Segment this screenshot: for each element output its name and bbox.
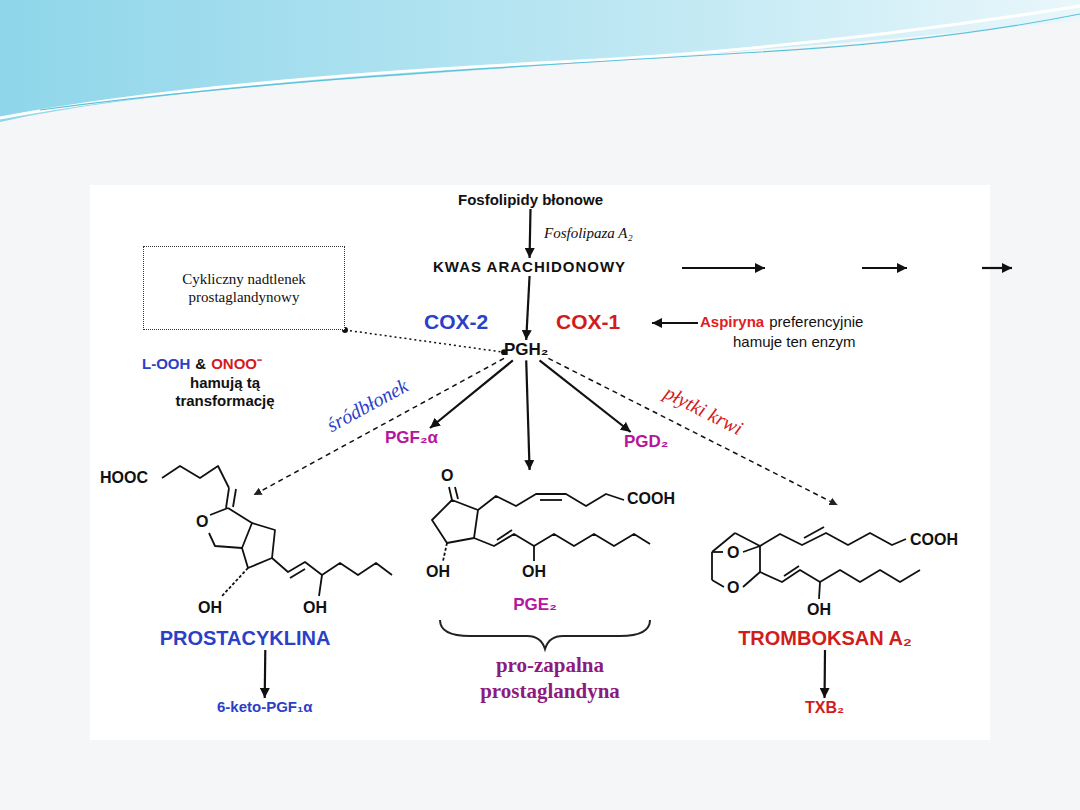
prostacyclin-structure xyxy=(162,466,392,596)
dashed-arrow xyxy=(254,358,504,495)
atom-label: OH xyxy=(426,562,450,581)
structure-node: TROMBOKSAN A₂ xyxy=(700,505,950,650)
note-text: preferencyjnie xyxy=(769,313,863,331)
enzyme-label: COX-2 xyxy=(424,309,488,334)
atom-label: OH xyxy=(807,600,831,619)
atom-label: O xyxy=(196,512,208,531)
node-text: PGE₂ xyxy=(513,595,556,615)
dotted-leader xyxy=(345,330,504,352)
inhibitor-label: ONOO⁻ xyxy=(211,355,262,373)
atom-label: O xyxy=(727,578,739,597)
node-text: Cykliczny nadtlenek prostaglandynowy xyxy=(179,270,309,306)
dashed-arrow xyxy=(548,358,837,505)
arrow xyxy=(528,209,531,258)
arrow xyxy=(540,360,631,432)
metabolite-label: TXB₂ xyxy=(805,698,844,717)
curly-brace xyxy=(440,620,650,649)
node-text: PROSTACYKLINA xyxy=(160,626,331,650)
arrow xyxy=(823,650,826,698)
node-text: PGH₂ xyxy=(504,340,548,360)
intermediate-label: PGH₂ xyxy=(504,340,548,360)
atom-label: O xyxy=(727,543,739,562)
enzyme-label: COX-1 xyxy=(556,309,620,334)
atom-label: HOOC xyxy=(100,468,148,487)
note-text: hamuje ten enzym xyxy=(733,333,856,351)
header-wave xyxy=(0,0,1080,122)
note-text: hamują tą transformację xyxy=(140,374,310,410)
arrow xyxy=(526,276,529,340)
note-text: & xyxy=(195,355,206,373)
node-text: TROMBOKSAN A₂ xyxy=(738,626,912,650)
metabolite-label: 6-keto-PGF₁α xyxy=(217,698,312,716)
atom-label: O xyxy=(441,466,453,485)
node-text: PGD₂ xyxy=(624,432,668,452)
substrate-label: KWAS ARACHIDONOWY xyxy=(433,258,626,276)
edge-label: Fosfolipaza A₂ xyxy=(544,225,633,242)
source-label: Fosfolipidy błonowe xyxy=(458,191,603,209)
node-text: KWAS ARACHIDONOWY xyxy=(433,258,626,276)
atom-label: OH xyxy=(303,598,327,617)
node-text: PGF₂α xyxy=(385,428,438,448)
product-label: PGD₂ xyxy=(624,432,668,452)
atom-label: COOH xyxy=(627,489,675,508)
thromboxane-structure xyxy=(712,527,920,599)
product-label: PGF₂α xyxy=(385,428,438,448)
node-text: Fosfolipidy błonowe xyxy=(458,191,603,209)
arrow xyxy=(264,650,267,698)
inhibitor-label: L-OOH xyxy=(142,355,190,373)
pge2-structure xyxy=(432,487,650,561)
atom-label: OH xyxy=(198,598,222,617)
dotted-callout-box: Cykliczny nadtlenek prostaglandynowy xyxy=(143,246,345,330)
arrow xyxy=(430,360,513,428)
atom-label: OH xyxy=(522,562,546,581)
figure-panel xyxy=(90,185,990,740)
atom-label: COOH xyxy=(910,530,958,549)
header-line xyxy=(40,14,1080,110)
header-line xyxy=(0,6,1080,118)
group-caption: pro-zapalna prostaglandyna xyxy=(425,652,675,705)
arrow xyxy=(526,360,529,470)
drug-label: Aspiryna xyxy=(700,313,764,331)
structure-node: PROSTACYKLINA xyxy=(100,495,390,650)
node-text: TXB₂ xyxy=(805,698,844,717)
node-text: 6-keto-PGF₁α xyxy=(217,698,312,716)
